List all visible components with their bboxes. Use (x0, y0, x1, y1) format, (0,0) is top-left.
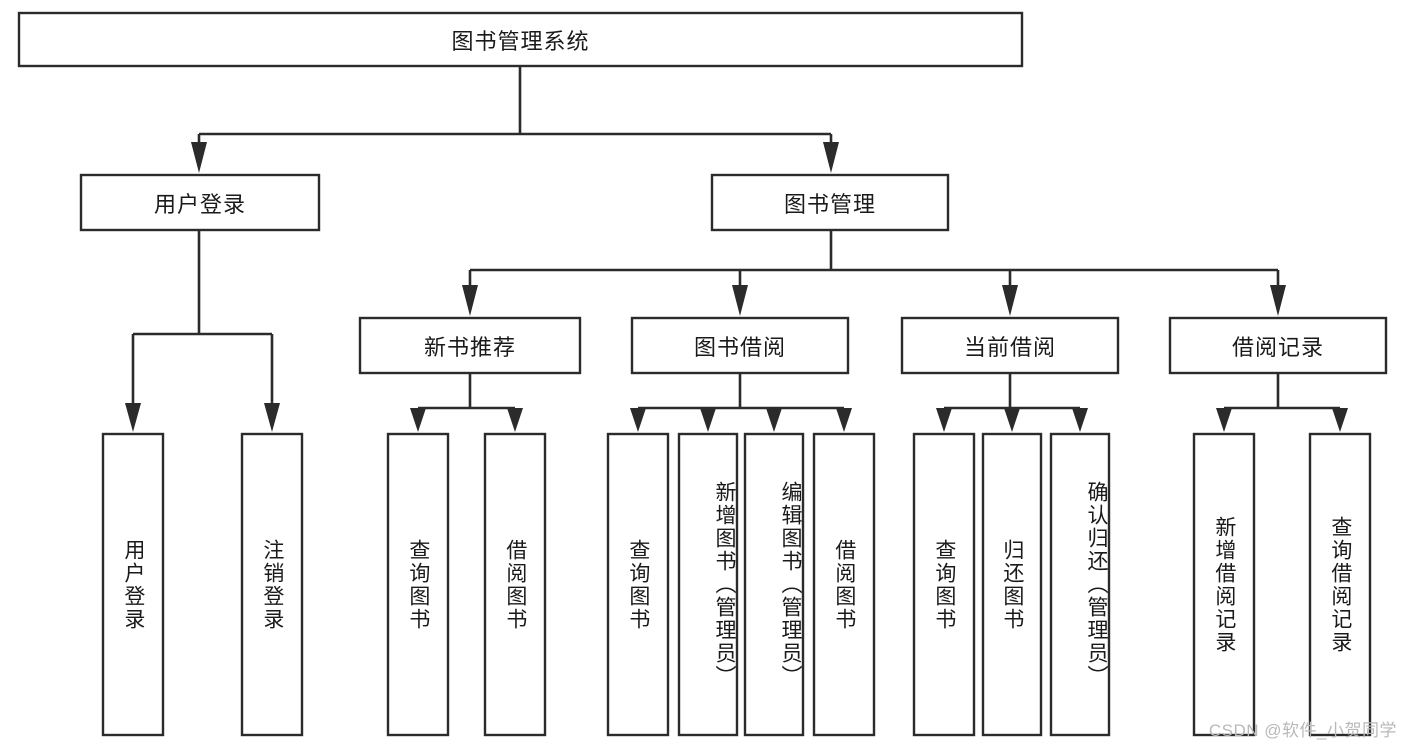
node-box-book-management[interactable] (710, 173, 950, 232)
arrow-head-leaf-bb-2 (766, 408, 782, 432)
arrow-head-leaf-br-0 (1216, 408, 1232, 432)
node-box-root[interactable] (17, 11, 1024, 68)
arrow-head-current-borrow (1002, 285, 1018, 316)
arrow-head-book-management (823, 142, 839, 173)
leaf-box-new-book-recommend-1[interactable] (483, 432, 547, 737)
arrow-head-new-book-recommend (462, 285, 478, 316)
leaf-box-borrow-record-0[interactable] (1192, 432, 1256, 737)
arrow-head-leaf-user-login-0 (125, 403, 141, 432)
leaf-box-current-borrow-2[interactable] (1049, 432, 1111, 737)
node-box-current-borrow[interactable] (900, 316, 1120, 375)
leaf-box-current-borrow-1[interactable] (981, 432, 1043, 737)
node-box-borrow-record[interactable] (1168, 316, 1388, 375)
node-box-new-book-recommend[interactable] (358, 316, 582, 375)
arrow-head-borrow-record (1270, 285, 1286, 316)
arrow-head-leaf-nbr-1 (507, 408, 523, 432)
node-box-user-login[interactable] (79, 173, 321, 232)
arrow-head-leaf-bb-0 (630, 408, 646, 432)
arrow-head-leaf-cb-2 (1072, 408, 1088, 432)
leaf-box-new-book-recommend-0[interactable] (386, 432, 450, 737)
leaf-box-book-borrow-0[interactable] (606, 432, 670, 737)
leaf-box-user-login-0[interactable] (101, 432, 165, 737)
arrow-head-leaf-user-login-1 (264, 403, 280, 432)
arrow-head-user-login (191, 142, 207, 173)
arrow-head-leaf-bb-3 (836, 408, 852, 432)
leaf-box-current-borrow-0[interactable] (912, 432, 976, 737)
arrow-head-leaf-nbr-0 (410, 408, 426, 432)
leaf-box-book-borrow-2[interactable] (743, 432, 805, 737)
node-box-book-borrow[interactable] (630, 316, 850, 375)
arrow-head-leaf-bb-1 (700, 408, 716, 432)
arrow-head-leaf-cb-1 (1004, 408, 1020, 432)
leaf-box-book-borrow-1[interactable] (677, 432, 739, 737)
watermark: CSDN @软件_小贺同学 (1208, 721, 1397, 740)
arrow-head-leaf-br-1 (1332, 408, 1348, 432)
arrow-head-book-borrow (732, 285, 748, 316)
arrow-head-leaf-cb-0 (936, 408, 952, 432)
leaf-box-book-borrow-3[interactable] (812, 432, 876, 737)
leaf-box-borrow-record-1[interactable] (1308, 432, 1372, 737)
leaf-box-user-login-1[interactable] (240, 432, 304, 737)
